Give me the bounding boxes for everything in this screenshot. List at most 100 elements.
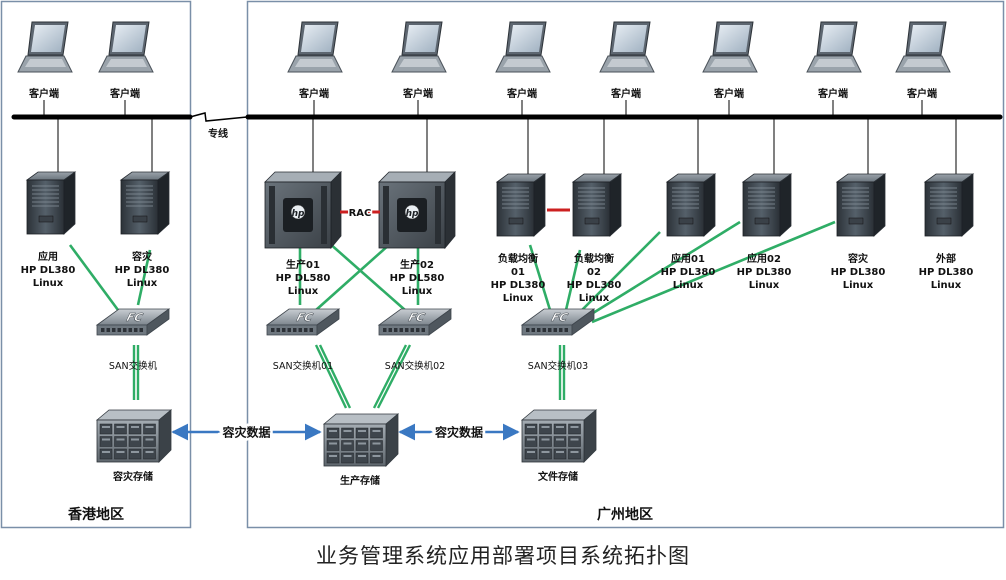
storage-array-icon <box>322 413 400 467</box>
client-label: 客户端 <box>298 87 329 100</box>
server-label-line: Linux <box>288 286 319 297</box>
server-label-line: 生产01 <box>286 258 320 271</box>
server-label-line: HP DL380 <box>919 267 974 278</box>
client-laptop-icon <box>895 21 951 73</box>
server-label-line: Linux <box>33 278 64 289</box>
hp-rack-server-icon: hp <box>264 171 342 250</box>
tower-server-icon <box>25 171 77 235</box>
region-gz-label: 广州地区 <box>597 506 653 523</box>
client-laptop-icon <box>391 21 447 73</box>
replication-label: 容灾数据 <box>434 425 483 440</box>
client-laptop-icon <box>806 21 862 73</box>
client-label: 客户端 <box>506 87 537 100</box>
server-label-line: HP DL380 <box>737 267 792 278</box>
server-label-line: HP DL580 <box>276 273 331 284</box>
san-switch-sw_hk: FC SAN交换机 <box>95 308 171 372</box>
client-laptop-icon <box>702 21 758 73</box>
san-switch-label: SAN交换机 <box>109 360 158 372</box>
server-label-line: HP DL380 <box>661 267 716 278</box>
dedicated-line-icon <box>189 112 248 122</box>
san-switch-label: SAN交换机01 <box>273 360 333 372</box>
san-switch-icon: FC <box>95 308 171 336</box>
tower-server-icon <box>571 173 623 237</box>
server-label-line: 应用02 <box>747 252 781 265</box>
client-laptop-icon <box>17 21 73 73</box>
server-label-line: Linux <box>127 278 158 289</box>
client-label: 客户端 <box>402 87 433 100</box>
network-bus <box>11 112 1003 122</box>
san-switch-label: SAN交换机03 <box>528 360 588 372</box>
diagram-title: 业务管理系统应用部署项目系统拓扑图 <box>316 544 690 568</box>
client-laptop-icon <box>495 21 551 73</box>
server-label-line: 应用01 <box>671 252 705 265</box>
client-label: 客户端 <box>817 87 848 100</box>
clients: 客户端客户端客户端客户端客户端客户端客户端客户端客户端 <box>17 21 951 100</box>
san-switch-icon: FC <box>520 308 596 336</box>
server-label-line: 外部 <box>935 252 956 265</box>
client-label: 客户端 <box>610 87 641 100</box>
storage-st_dr: 容灾存储 <box>95 409 173 483</box>
server-label-line: Linux <box>931 280 962 291</box>
svg-text:hp: hp <box>292 209 305 219</box>
svg-text:hp: hp <box>406 209 419 219</box>
san-switch-icon: FC <box>377 308 453 336</box>
svg-text:FC: FC <box>549 311 571 324</box>
server-label-line: HP DL380 <box>567 280 622 291</box>
replication-links: 容灾数据 容灾数据 <box>171 422 520 442</box>
tower-server-icon <box>119 171 171 235</box>
storage-label: 容灾存储 <box>112 470 153 483</box>
server-label-line: Linux <box>749 280 780 291</box>
client-label: 客户端 <box>28 87 59 100</box>
tower-server-icon <box>741 173 793 237</box>
dedicated-line-label: 专线 <box>208 127 228 140</box>
server-label-line: Linux <box>402 286 433 297</box>
server-label-line: 容灾 <box>847 252 869 265</box>
server-label-line: 负载均衡 <box>498 252 538 265</box>
rac-label: RAC <box>349 208 372 219</box>
storage-label: 生产存储 <box>340 474 380 487</box>
server-label-line: 负载均衡 <box>574 252 614 265</box>
san-switch-sw02: FC SAN交换机02 <box>377 308 453 372</box>
client-laptop-icon <box>287 21 343 73</box>
server-label-line: Linux <box>503 293 534 304</box>
server-label-line: HP DL580 <box>390 273 445 284</box>
rac-link: RAC <box>340 207 570 221</box>
tower-server-icon <box>665 173 717 237</box>
region-hk-label: 香港地区 <box>67 506 124 523</box>
storage-array-icon <box>520 409 598 463</box>
server-drops <box>57 117 957 174</box>
san-switch-label: SAN交换机02 <box>385 360 445 372</box>
server-label-line: HP DL380 <box>21 265 76 276</box>
server-label-line: 应用 <box>38 250 58 263</box>
svg-text:FC: FC <box>406 311 428 324</box>
storage-st_file: 文件存储 <box>520 409 598 483</box>
client-label: 客户端 <box>713 87 744 100</box>
server-label-line: 01 <box>511 267 525 278</box>
client-laptop-icon <box>599 21 655 73</box>
server-label-line: HP DL380 <box>831 267 886 278</box>
server-label-line: Linux <box>579 293 610 304</box>
server-label-line: 容灾 <box>131 250 153 263</box>
server-label-line: HP DL380 <box>491 280 546 291</box>
replication-label: 容灾数据 <box>221 425 270 440</box>
tower-server-icon <box>835 173 887 237</box>
storage-array-icon <box>95 409 173 463</box>
tower-server-icon <box>923 173 975 237</box>
tower-server-icon <box>495 173 547 237</box>
server-label-line: Linux <box>843 280 874 291</box>
server-label-line: HP DL380 <box>115 265 170 276</box>
hp-rack-server-icon: hp <box>378 171 456 250</box>
client-label: 客户端 <box>906 87 937 100</box>
